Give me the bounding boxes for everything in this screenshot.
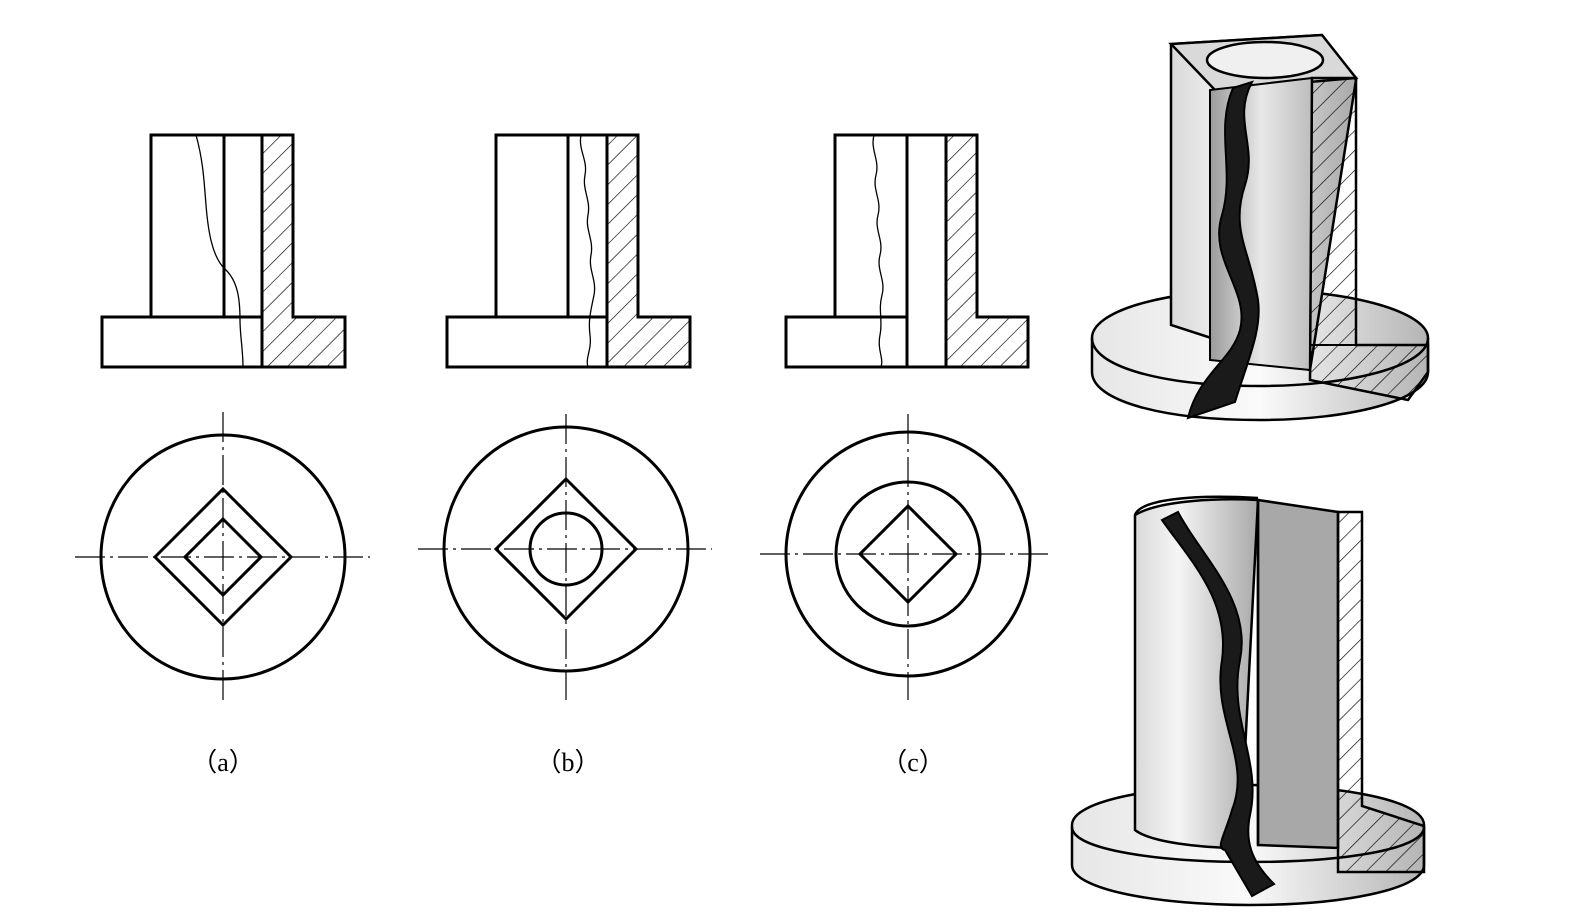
view-c: （c） — [760, 133, 1052, 777]
view-b: （b） — [418, 133, 712, 777]
top-view-c — [760, 414, 1052, 700]
isometric-view-top — [1090, 33, 1430, 422]
top-view-b — [418, 414, 712, 700]
view-a: （a） — [75, 133, 370, 777]
break-line — [579, 134, 596, 368]
label-a: （a） — [191, 748, 255, 777]
label-c: （c） — [881, 748, 945, 777]
front-section-b — [445, 133, 692, 369]
top-view-a — [75, 412, 370, 702]
break-line — [872, 134, 884, 368]
isometric-view-bottom — [1070, 495, 1426, 907]
front-section-c — [784, 133, 1030, 369]
label-b: （b） — [535, 748, 600, 777]
front-section-a — [100, 133, 347, 369]
break-line — [195, 134, 244, 368]
